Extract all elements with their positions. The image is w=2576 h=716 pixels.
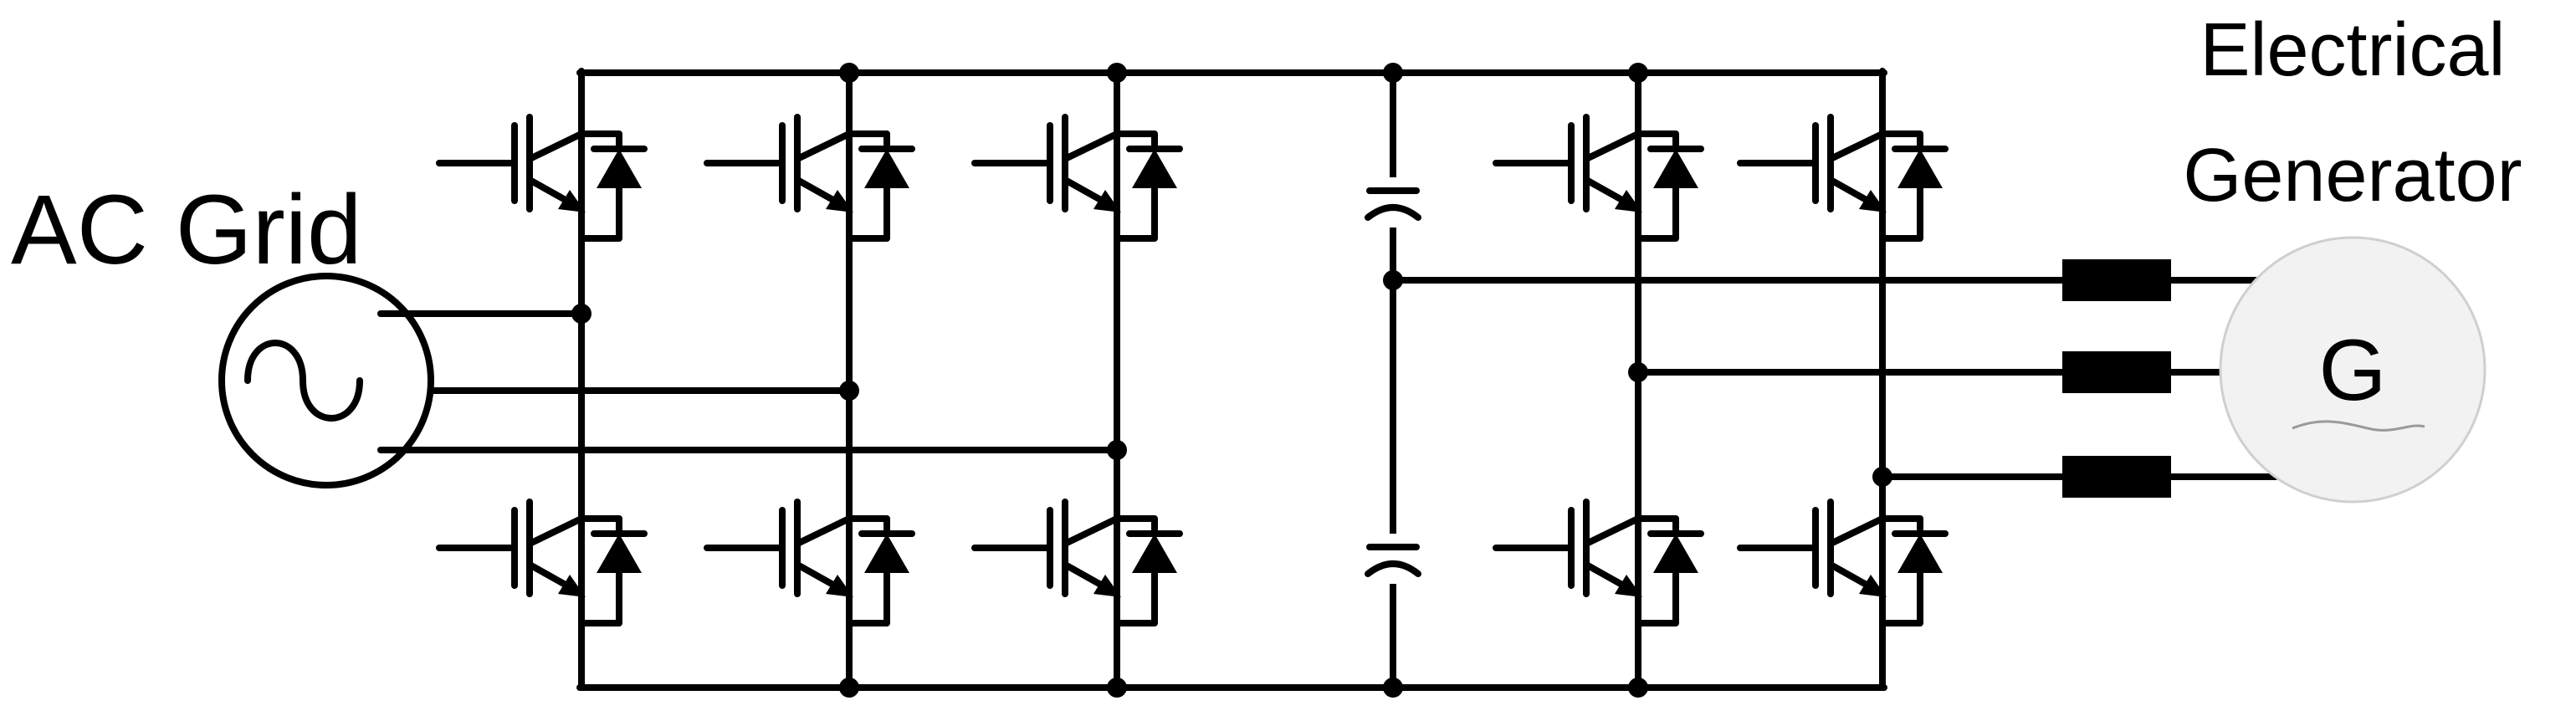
generator: G [2219, 236, 2486, 504]
ac-source [218, 273, 434, 488]
switch-s5 [707, 456, 912, 640]
generator-circle-icon [2219, 236, 2486, 504]
igbt-with-diode-icon [975, 456, 1180, 640]
igbt-with-diode-icon [1496, 71, 1701, 255]
switch-s10 [1740, 456, 1945, 640]
switch-s9 [1496, 456, 1701, 640]
igbt-with-diode-icon [707, 456, 912, 640]
switch-s6 [975, 456, 1180, 640]
igbt-with-diode-icon [1496, 456, 1701, 640]
igbt-with-diode-icon [707, 71, 912, 255]
switch-s3 [975, 71, 1180, 255]
inductor-icon [2062, 456, 2171, 498]
switch-s8 [1740, 71, 1945, 255]
igbt-with-diode-icon [439, 456, 644, 640]
switch-s1 [439, 71, 644, 255]
switch-s2 [707, 71, 912, 255]
generator-symbol: G [2319, 322, 2387, 419]
generator-label-line2: Generator [2183, 134, 2522, 217]
grid-phase-lines [377, 310, 1120, 453]
inductor-icon [2062, 351, 2171, 393]
switch-s7 [1496, 71, 1701, 255]
junction-dots [571, 63, 1892, 698]
switch-s4 [439, 456, 644, 640]
generator-label-line1: Electrical [2200, 8, 2505, 92]
inductor-icon [2062, 259, 2171, 301]
igbt-with-diode-icon [1740, 71, 1945, 255]
igbt-with-diode-icon [439, 71, 644, 255]
igbt-with-diode-icon [1740, 456, 1945, 640]
ac-grid-label: AC Grid [11, 175, 362, 285]
grid-side-leg-wires [578, 69, 1120, 691]
generator-phase-lines [1390, 277, 2279, 480]
sine-wave-source-icon [244, 340, 363, 422]
igbt-with-diode-icon [975, 71, 1180, 255]
